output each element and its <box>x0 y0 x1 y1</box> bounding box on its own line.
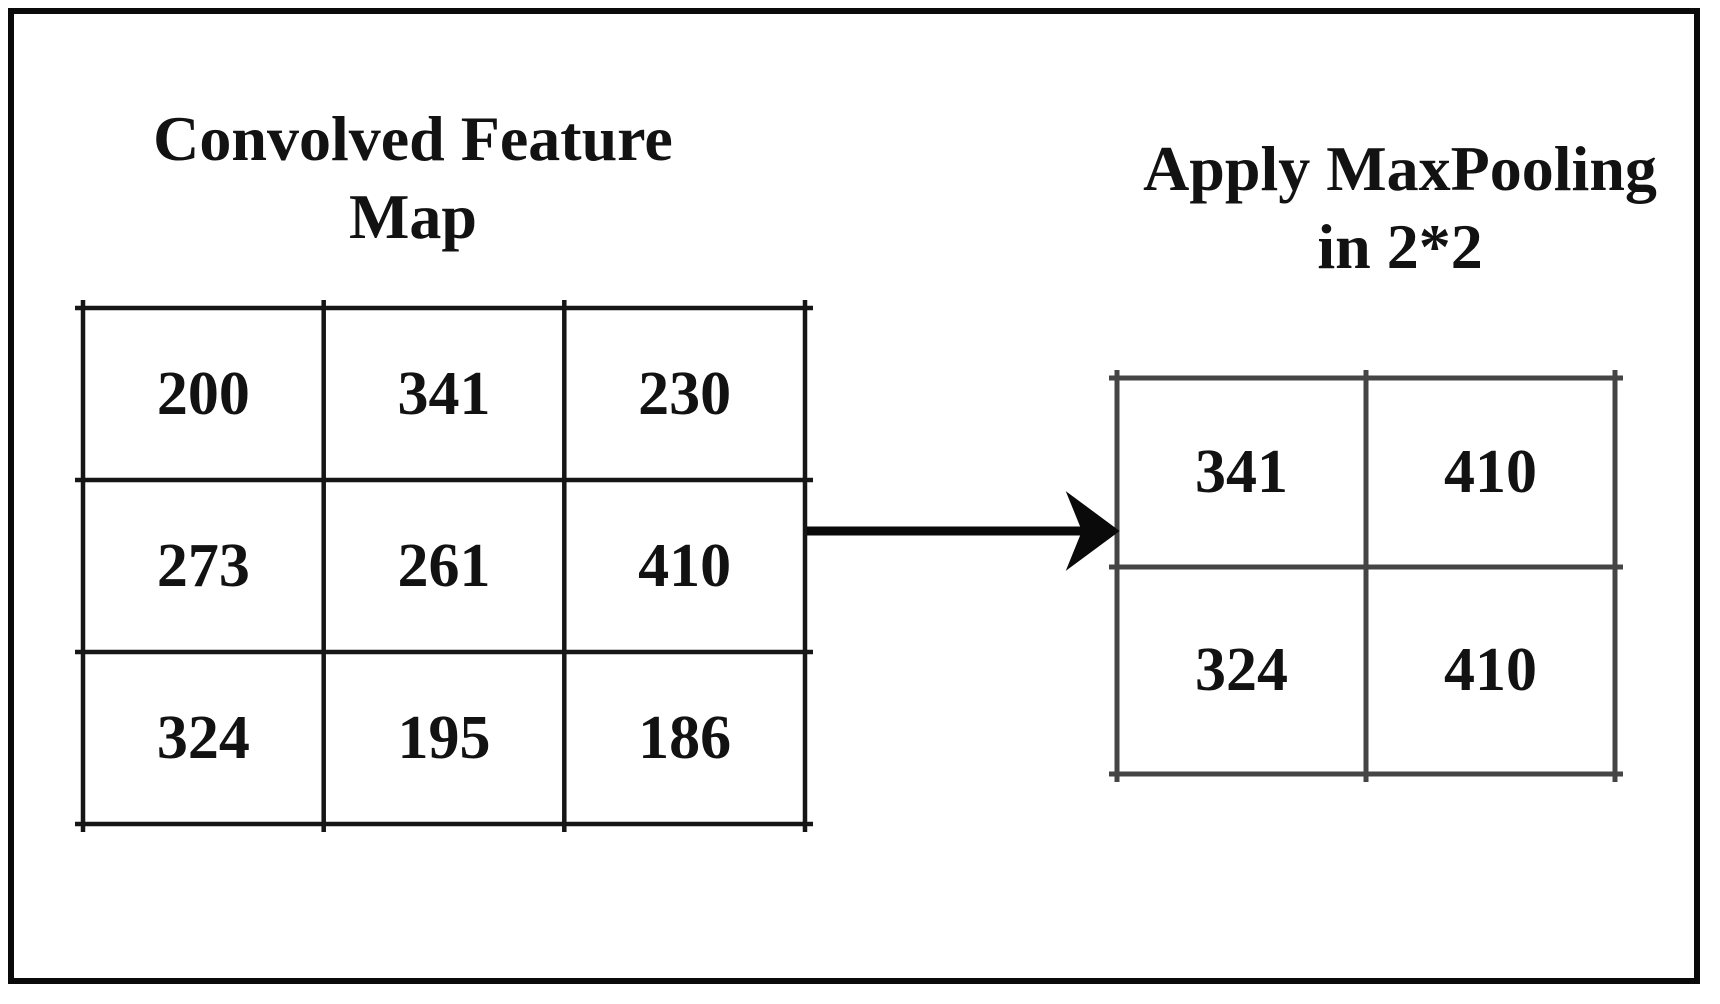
feature-map-cell-r2c0: 324 <box>156 703 250 772</box>
feature-map-cell-r0c0: 200 <box>156 359 250 428</box>
maxpooled-cell-r0c1: 410 <box>1444 438 1537 506</box>
feature-map-cell-r0c1: 341 <box>397 359 491 428</box>
maxpooled-cell-r1c1: 410 <box>1444 636 1537 704</box>
right-grid-title-line2: in 2*2 <box>1317 211 1483 282</box>
right-grid-title: Apply MaxPooling in 2*2 <box>1100 130 1700 286</box>
feature-map-cell-r1c1: 261 <box>397 531 491 600</box>
feature-map-cell-r0c2: 230 <box>638 359 732 428</box>
left-grid-title-line2: Map <box>349 181 477 252</box>
diagram-frame <box>8 8 1700 984</box>
feature-map-cell-r1c0: 273 <box>156 531 250 600</box>
maxpooled-grid: 341 410 324 410 <box>1117 378 1615 774</box>
convolved-feature-map-grid: 200 341 230 273 261 410 324 195 186 <box>83 308 805 824</box>
maxpooled-cell-r0c0: 341 <box>1195 438 1288 506</box>
maxpooled-cell-r1c0: 324 <box>1195 636 1288 704</box>
left-grid-title-line1: Convolved Feature <box>153 103 673 174</box>
right-grid-title-line1: Apply MaxPooling <box>1143 133 1657 204</box>
feature-map-cell-r2c2: 186 <box>638 703 732 772</box>
left-grid-title: Convolved Feature Map <box>113 100 713 256</box>
feature-map-cell-r2c1: 195 <box>397 703 491 772</box>
feature-map-cell-r1c2: 410 <box>638 531 732 600</box>
